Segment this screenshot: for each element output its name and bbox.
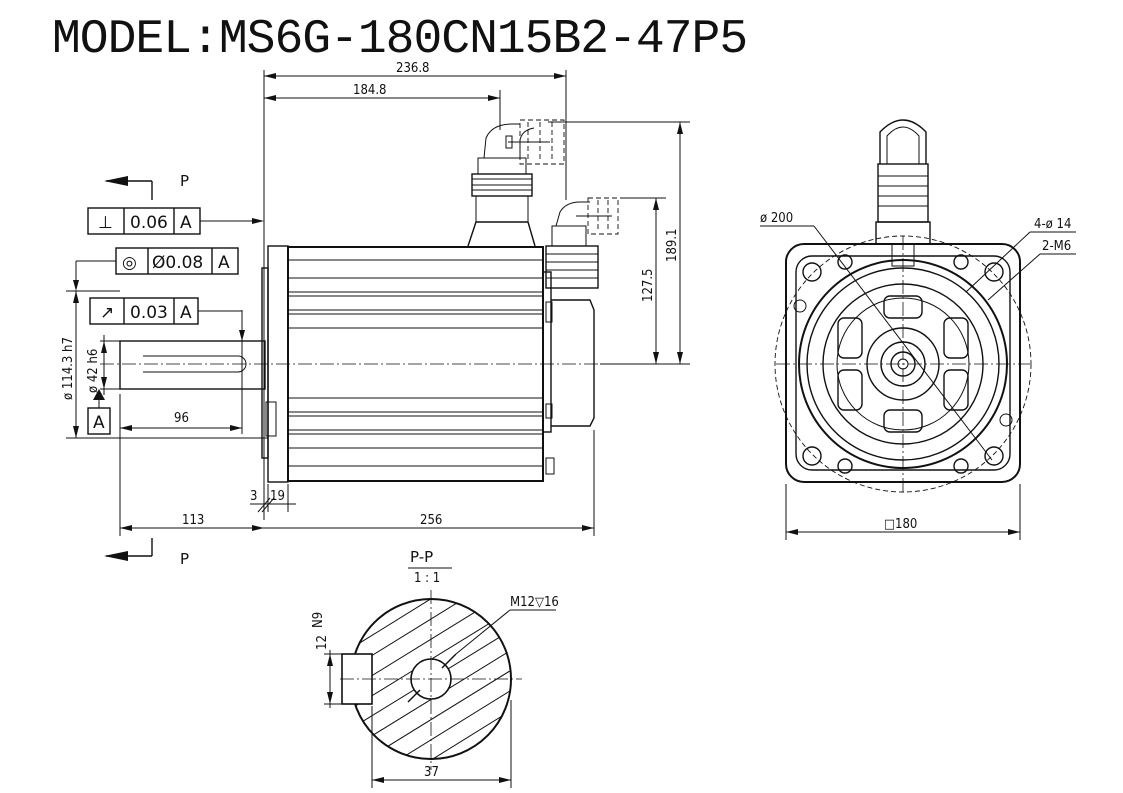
svg-text:0.03: 0.03 <box>130 303 168 323</box>
datum-a: A <box>87 389 111 435</box>
svg-text:184.8: 184.8 <box>353 83 386 98</box>
svg-text:256: 256 <box>420 513 442 528</box>
svg-text:4-ø 14: 4-ø 14 <box>1034 217 1071 232</box>
svg-text:236.8: 236.8 <box>396 61 429 76</box>
svg-text:3: 3 <box>250 489 257 504</box>
svg-text:12: 12 <box>315 635 330 650</box>
svg-text:ø 200: ø 200 <box>760 211 793 226</box>
svg-text:A: A <box>180 213 192 233</box>
svg-text:96: 96 <box>174 411 189 426</box>
svg-text:↗: ↗ <box>100 303 114 323</box>
view-arrow-bottom: P <box>104 538 189 568</box>
svg-text:127.5: 127.5 <box>641 269 656 302</box>
tolerance-concentricity: ◎ Ø0.08 A <box>73 247 239 291</box>
svg-text:1 : 1: 1 : 1 <box>414 571 440 586</box>
svg-text:0.06: 0.06 <box>130 213 168 233</box>
svg-text:⊥: ⊥ <box>98 213 113 233</box>
body-fins <box>288 259 543 467</box>
mounting-holes <box>793 254 1013 474</box>
power-connector <box>467 119 565 247</box>
svg-text:2-M6: 2-M6 <box>1042 239 1071 254</box>
front-dimensions: □180 ø 200 4-ø 14 2-M6 <box>760 211 1076 540</box>
side-dimensions: 236.8 184.8 189.1 127.5 ø 114.3 h7 <box>61 61 690 536</box>
svg-text:189.1: 189.1 <box>665 229 680 262</box>
side-view: 236.8 184.8 189.1 127.5 ø 114.3 h7 <box>61 61 690 568</box>
svg-text:ø 114.3 h7: ø 114.3 h7 <box>61 337 76 400</box>
view-arrow-top: P <box>104 172 189 200</box>
svg-text:37: 37 <box>424 765 439 780</box>
svg-text:A: A <box>218 253 230 273</box>
svg-text:19: 19 <box>270 489 285 504</box>
front-view: □180 ø 200 4-ø 14 2-M6 <box>760 119 1076 540</box>
svg-text:A: A <box>180 303 192 323</box>
model-title: MODEL:MS6G-180CN15B2-47P5 <box>52 13 747 67</box>
svg-text:◎: ◎ <box>122 253 137 273</box>
encoder-connector <box>545 197 619 289</box>
svg-text:P: P <box>180 550 189 568</box>
svg-text:ø 42 h6: ø 42 h6 <box>86 349 101 393</box>
tolerance-perpendicularity: ⊥ 0.06 A <box>87 207 264 235</box>
section-view: P-P 1 : 1 <box>311 548 559 788</box>
svg-text:A: A <box>93 413 105 433</box>
svg-text:P-P: P-P <box>410 548 433 566</box>
svg-text:P: P <box>180 172 189 190</box>
tolerance-runout: ↗ 0.03 A <box>89 297 245 341</box>
svg-text:□180: □180 <box>884 517 917 532</box>
svg-text:M12▽16: M12▽16 <box>510 595 559 610</box>
svg-text:Ø0.08: Ø0.08 <box>152 253 203 273</box>
svg-text:113: 113 <box>182 513 204 528</box>
rotor-slots <box>837 295 969 433</box>
front-connector <box>875 119 931 267</box>
svg-text:N9: N9 <box>311 612 326 628</box>
